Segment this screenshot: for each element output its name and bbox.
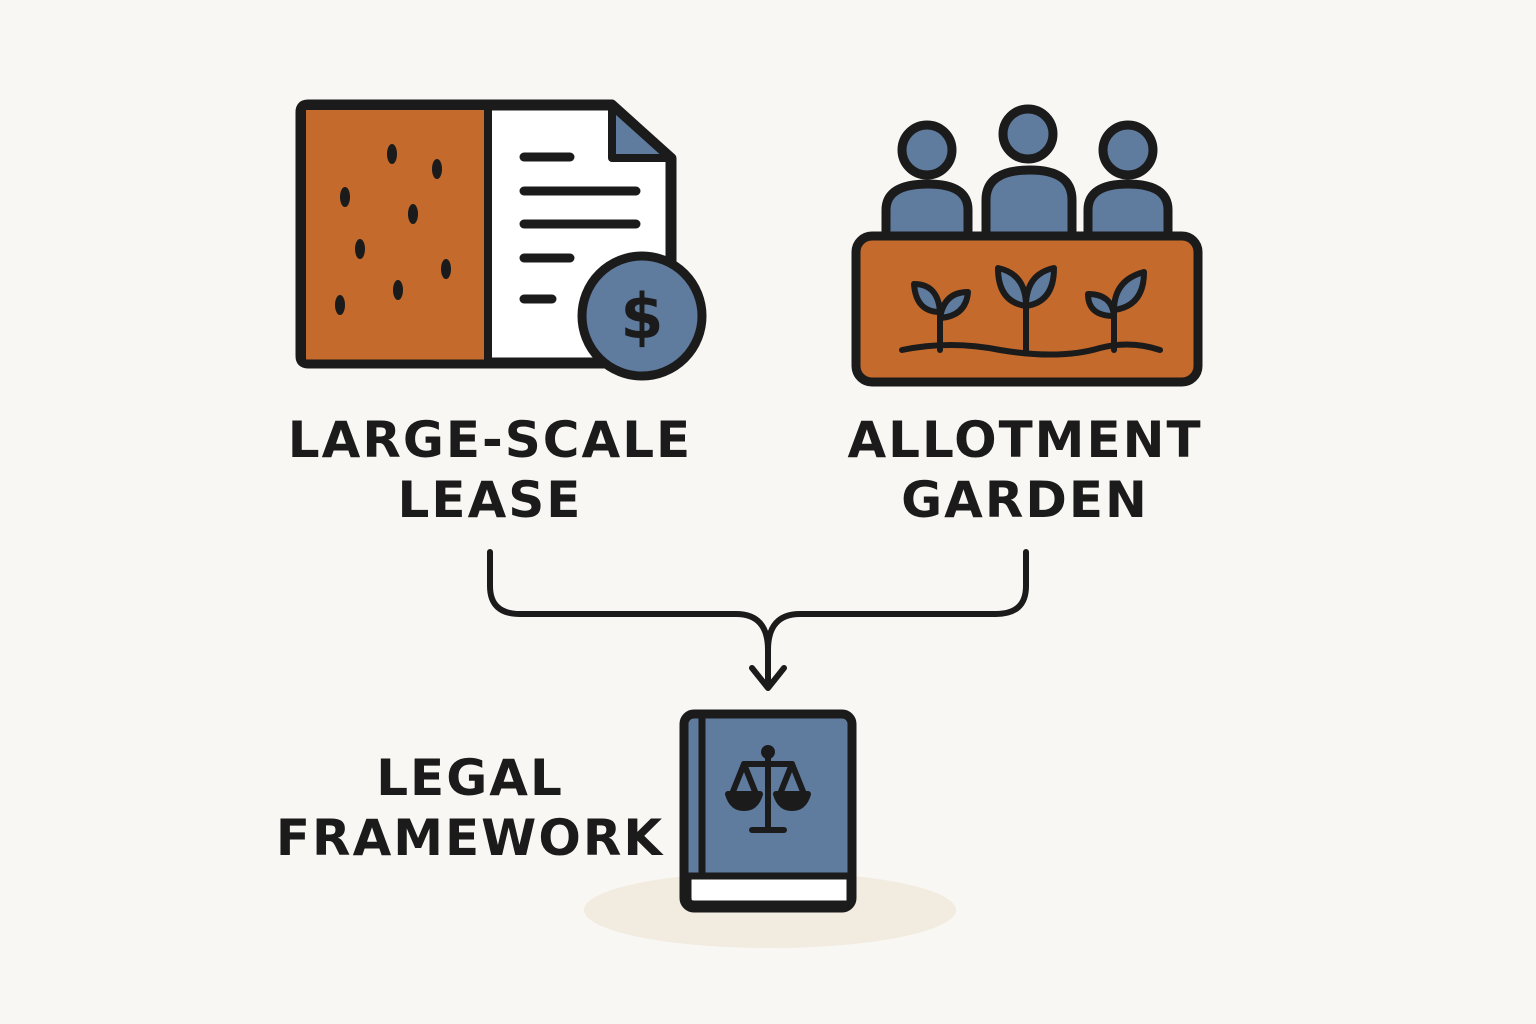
allotment-label: ALLOTMENT GARDEN [815,410,1235,530]
soil-seeds [335,144,451,315]
legal-label: LEGAL FRAMEWORK [270,748,670,868]
law-book-scales-icon [679,709,857,913]
scales-of-justice-icon [725,745,811,833]
connector-from-lease [487,549,771,689]
people-icon [881,104,1173,243]
allotment-label-line1: ALLOTMENT [847,411,1203,469]
community-garden-icon [851,104,1203,387]
arrow-head-icon [749,665,787,691]
allotment-label-line2: GARDEN [901,471,1149,529]
document-lines [519,152,641,304]
land-lease-document-icon: $ [295,99,707,381]
dollar-coin-icon: $ [577,251,707,381]
sprouts-icon [899,265,1163,358]
dollar-sign: $ [620,280,663,353]
legal-label-line2: FRAMEWORK [275,809,665,867]
lease-label-line1: LARGE-SCALE [287,411,693,469]
legal-label-line1: LEGAL [376,749,564,807]
lease-label: LARGE-SCALE LEASE [270,410,710,530]
connector-from-allotment [765,549,1029,653]
lease-label-line2: LEASE [397,471,583,529]
connector-arrows [487,549,1029,691]
